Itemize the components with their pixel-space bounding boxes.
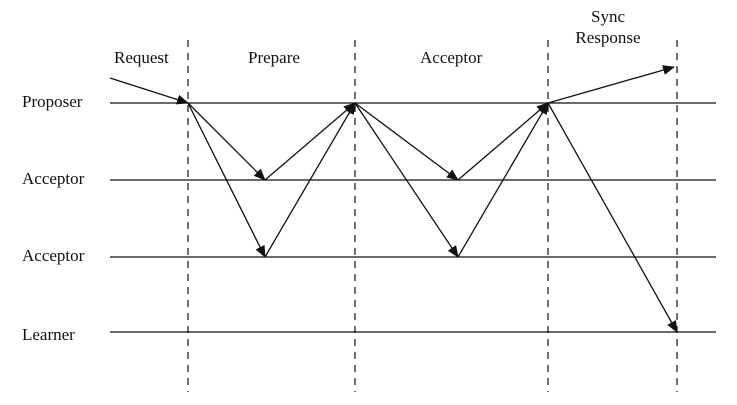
accept-to-acceptor-1-arrow xyxy=(354,102,459,181)
accepted-from-acceptor-1-arrow xyxy=(457,102,549,181)
acceptor-2-label: Acceptor xyxy=(22,246,85,265)
prepare-phase-label: Prepare xyxy=(248,48,300,67)
prepare-to-acceptor-1-arrow xyxy=(187,102,266,181)
response-label: Response xyxy=(575,28,640,47)
promise-from-acceptor-1-arrow xyxy=(264,102,356,181)
accepted-from-acceptor-2-arrow xyxy=(457,102,549,258)
sync-label: Sync xyxy=(591,7,625,26)
prepare-to-acceptor-2-arrow xyxy=(187,102,266,258)
accept-to-acceptor-2-arrow xyxy=(354,102,459,258)
acceptor-phase-label: Acceptor xyxy=(420,48,483,67)
learner-label: Learner xyxy=(22,325,75,344)
promise-from-acceptor-2-arrow xyxy=(264,102,356,258)
sync-response-arrow xyxy=(547,65,675,104)
acceptor-1-label: Acceptor xyxy=(22,169,85,188)
request-phase-label: Request xyxy=(114,48,169,67)
request-arrow xyxy=(109,77,189,105)
learner-notify-arrow xyxy=(547,102,678,333)
proposer-label: Proposer xyxy=(22,92,83,111)
